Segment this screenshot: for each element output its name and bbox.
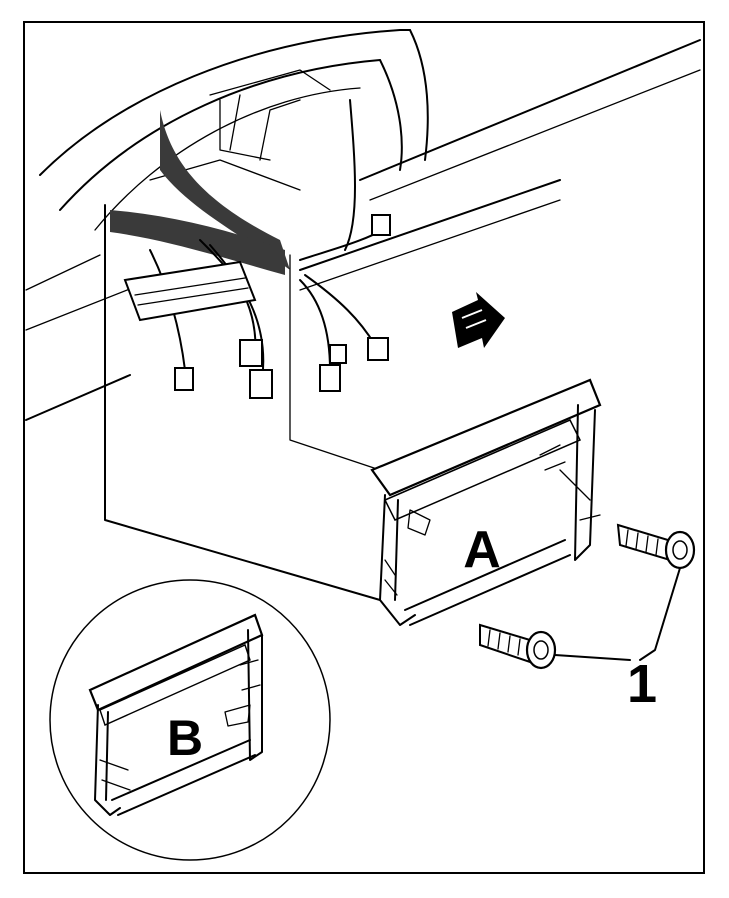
mounting-bracket-a — [370, 378, 602, 626]
callout-1-leader — [554, 567, 681, 661]
detail-circle-b — [49, 579, 331, 861]
bracket-b-label: B — [167, 710, 203, 766]
direction-arrow-icon — [452, 292, 505, 348]
wiring-harness — [110, 99, 391, 399]
screw-lower — [479, 623, 557, 670]
screw-upper — [616, 523, 696, 570]
screw-callout-label: 1 — [627, 654, 657, 714]
bracket-a-label: A — [463, 521, 501, 579]
dashboard-outline — [25, 29, 701, 601]
